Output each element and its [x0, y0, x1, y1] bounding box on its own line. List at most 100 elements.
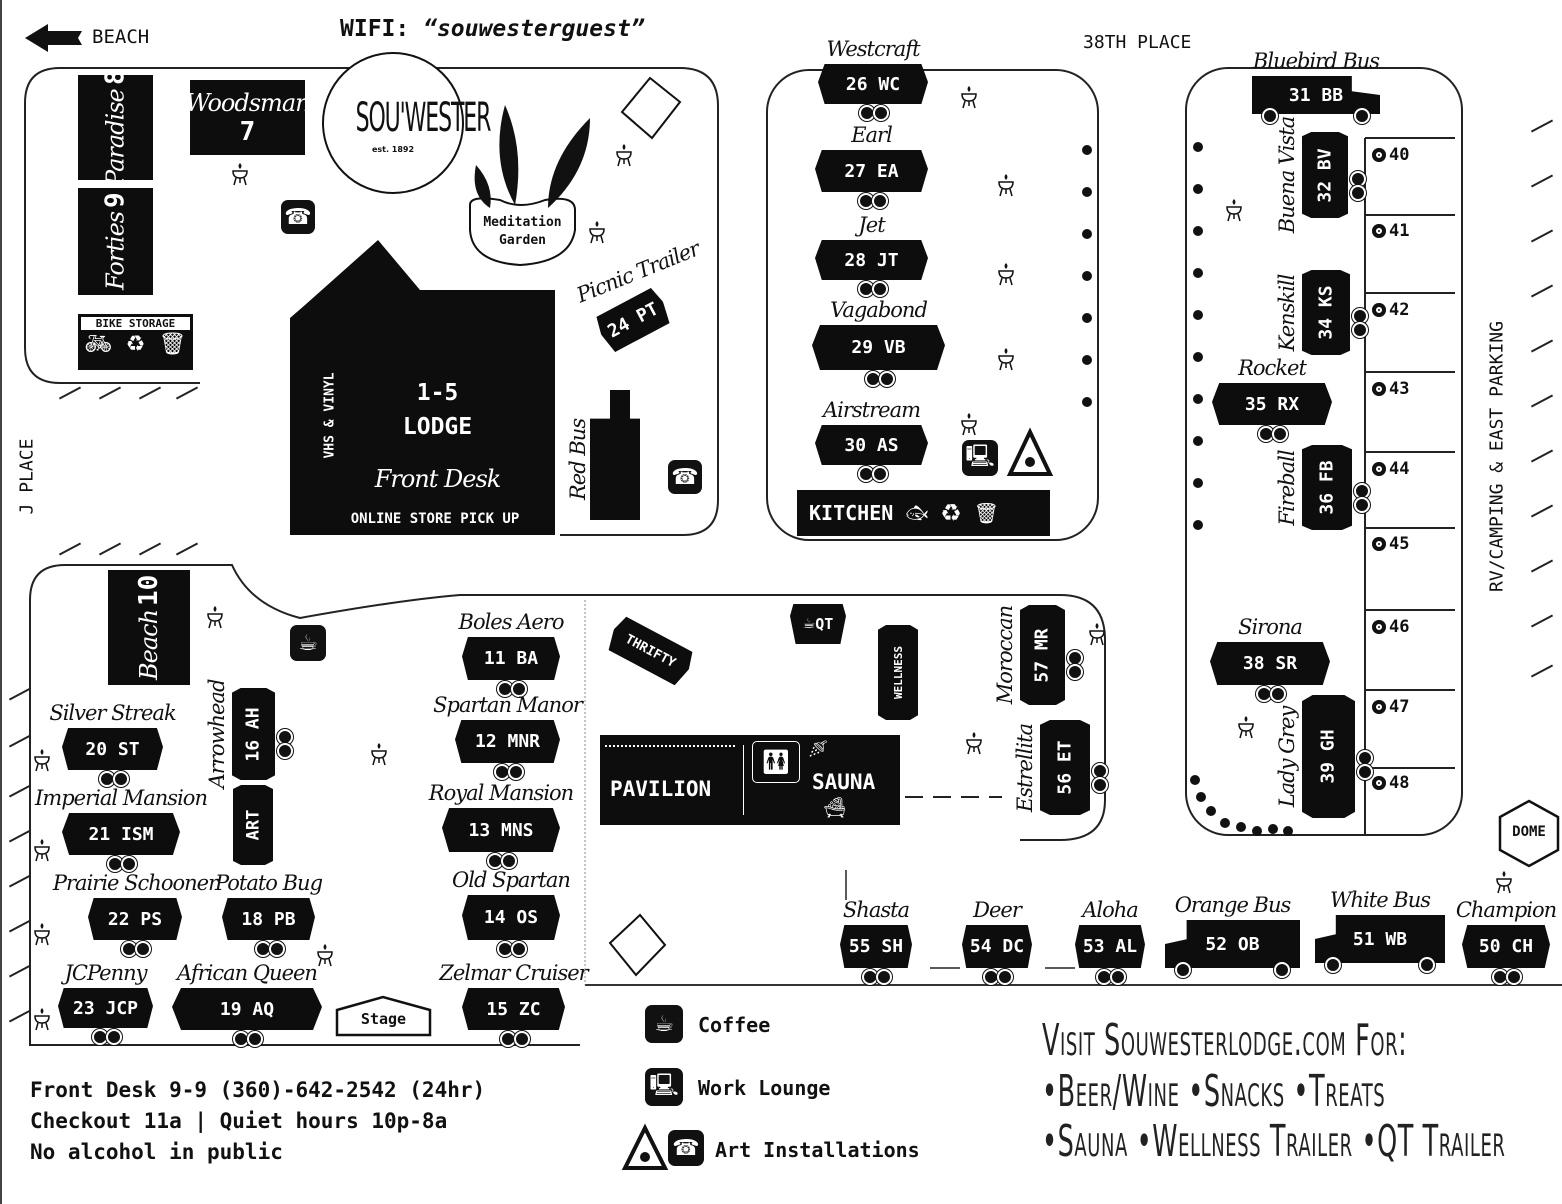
- phone-art-icon: ☎: [281, 200, 315, 234]
- rv-space-41[interactable]: 41: [1372, 221, 1409, 241]
- unit-34-kenskill[interactable]: 34 KS: [1302, 270, 1350, 355]
- wheel-icon: [135, 941, 151, 957]
- unit-13-royal-mansion[interactable]: 13 MNS: [442, 808, 560, 852]
- unit-31-bluebird-bus[interactable]: 31 BB: [1252, 76, 1380, 114]
- rv-space-42[interactable]: 42: [1372, 300, 1409, 320]
- trash-icon: 🗑︎: [158, 332, 187, 357]
- unit-53-aloha[interactable]: 53 AL: [1075, 925, 1145, 968]
- visit-offerings-1: •Beer/Wine •Snacks •Treats: [1042, 1066, 1386, 1117]
- rv-space-number: 42: [1389, 300, 1410, 320]
- unit-27-earl[interactable]: 27 EA: [815, 150, 928, 192]
- unit-56-estrellita[interactable]: 56 ET: [1040, 720, 1090, 815]
- unit-51-white-bus[interactable]: 51 WB: [1315, 915, 1445, 963]
- wheel-icon: [997, 969, 1013, 985]
- unit-code: 55 SH: [848, 936, 904, 957]
- wellness-trailer[interactable]: WELLNESS: [878, 625, 918, 720]
- meditation-garden[interactable]: Meditation Garden: [470, 214, 575, 250]
- unit-code: 31 BB: [1288, 84, 1344, 106]
- unit-14-old-spartan[interactable]: 14 OS: [462, 895, 560, 940]
- rv-space-43[interactable]: 43: [1372, 379, 1409, 399]
- front-desk-hours: Front Desk 9-9 (360)-642-2542 (24hr): [30, 1078, 486, 1102]
- unit-16-arrowhead[interactable]: 16 AH: [232, 688, 275, 780]
- unit-36-fireball[interactable]: 36 FB: [1302, 445, 1352, 530]
- unit-35-rocket[interactable]: 35 RX: [1212, 383, 1332, 425]
- unit-20-silver-streak[interactable]: 20 ST: [62, 728, 163, 770]
- unit-54-deer[interactable]: 54 DC: [962, 925, 1032, 968]
- wheel-icon: [513, 1031, 530, 1047]
- unit-32-buena-vista[interactable]: 32 BV: [1302, 132, 1348, 218]
- rv-space-number: 45: [1389, 534, 1410, 554]
- unit-23-jcpenny[interactable]: 23 JCP: [58, 988, 153, 1028]
- tree-dot: [1193, 394, 1203, 404]
- bike-storage[interactable]: BIKE STORAGE 🚲︎ ♻ 🗑︎: [78, 314, 193, 370]
- kitchen[interactable]: KITCHEN 🐟︎ ♻ 🗑︎: [797, 490, 1050, 536]
- pavilion-sauna[interactable]: PAVILION 🚻︎ 🚿︎ SAUNA 🛁︎: [600, 735, 900, 825]
- grill-icon: [33, 838, 51, 862]
- tree-dot: [1193, 478, 1203, 488]
- unit-code: 14 OS: [483, 907, 539, 928]
- rv-space-44[interactable]: 44: [1372, 459, 1409, 479]
- unit-22-prairie-schooner[interactable]: 22 PS: [88, 898, 182, 940]
- unit-28-jet[interactable]: 28 JT: [815, 240, 928, 280]
- unit-18-potato-bug[interactable]: 18 PB: [222, 898, 315, 940]
- unit-52-orange-bus[interactable]: 52 OB: [1165, 920, 1300, 968]
- rv-space-45[interactable]: 45: [1372, 534, 1409, 554]
- unit-name-label: Boles Aero: [458, 610, 565, 634]
- visit-offerings-2: •Sauna •Wellness Trailer •QT Trailer: [1042, 1116, 1506, 1167]
- bike-storage-label: BIKE STORAGE: [81, 317, 190, 330]
- unit-50-champion[interactable]: 50 CH: [1462, 925, 1550, 968]
- unit-name-label: Lady Grey: [1275, 706, 1299, 807]
- unit-code: 19 AQ: [219, 998, 275, 1020]
- shrub-dot: [1206, 806, 1216, 816]
- work-lounge-icon: 🖳: [962, 440, 998, 476]
- tree-dot: [1082, 397, 1092, 407]
- legend-work-lounge-icon: 🖳: [645, 1068, 683, 1106]
- unit-code: 28 JT: [844, 249, 899, 271]
- unit-19-african-queen[interactable]: 19 AQ: [172, 988, 322, 1030]
- hookup-icon: [1372, 462, 1386, 476]
- unit-26-westcraft[interactable]: 26 WC: [818, 64, 928, 104]
- unit-code: 50 CH: [1478, 936, 1534, 957]
- unit-39-lady-grey[interactable]: 39 GH: [1302, 695, 1355, 818]
- qt-trailer[interactable]: ☕︎QT: [790, 604, 846, 644]
- rv-space-48[interactable]: 48: [1372, 773, 1409, 793]
- unit-29-vagabond[interactable]: 29 VB: [812, 325, 945, 370]
- rv-space-40[interactable]: 40: [1372, 145, 1409, 165]
- wheel-icon: [105, 1029, 122, 1045]
- unit-name-label: Arrowhead: [205, 679, 229, 789]
- wheel-icon: [511, 941, 527, 957]
- unit-21-imperial-mansion[interactable]: 21 ISM: [62, 813, 180, 855]
- unit-name-label: Potato Bug: [214, 871, 323, 895]
- grill-icon: [231, 162, 249, 186]
- art-trailer[interactable]: ART: [233, 785, 273, 865]
- unit-code: 35 RX: [1244, 393, 1300, 415]
- beach-direction-label: BEACH: [92, 26, 150, 48]
- shrub-dot: [1196, 792, 1206, 802]
- visit-website[interactable]: Visit Souwesterlodge.com For:: [1042, 1015, 1408, 1066]
- unit-57-moroccan[interactable]: 57 MR: [1020, 605, 1065, 705]
- hookup-icon: [1372, 148, 1386, 162]
- unit-name-label: Buena Vista: [1275, 116, 1299, 234]
- coffee-cup-icon: ☕︎: [802, 616, 816, 632]
- unit-name-label: African Queen: [177, 961, 318, 985]
- unit-12-spartan-manor[interactable]: 12 MNR: [455, 720, 560, 763]
- rv-space-47[interactable]: 47: [1372, 697, 1409, 717]
- pavilion-label: PAVILION: [610, 777, 712, 801]
- unit-30-airstream[interactable]: 30 AS: [815, 425, 928, 465]
- wheel-icon: [1352, 322, 1368, 339]
- rv-space-number: 40: [1389, 145, 1410, 165]
- unit-code: 21 ISM: [88, 823, 154, 845]
- bathtub-icon: 🛁︎: [822, 795, 848, 819]
- hookup-icon: [1372, 700, 1386, 714]
- rv-space-46[interactable]: 46: [1372, 617, 1409, 637]
- stage-label: Stage: [360, 1010, 407, 1028]
- unit-55-shasta[interactable]: 55 SH: [840, 925, 912, 968]
- unit-15-zelmar-cruiser[interactable]: 15 ZC: [462, 988, 565, 1030]
- tree-dot: [1193, 352, 1203, 362]
- unit-38-sirona[interactable]: 38 SR: [1210, 642, 1330, 685]
- unit-11-boles-aero[interactable]: 11 BA: [462, 637, 560, 680]
